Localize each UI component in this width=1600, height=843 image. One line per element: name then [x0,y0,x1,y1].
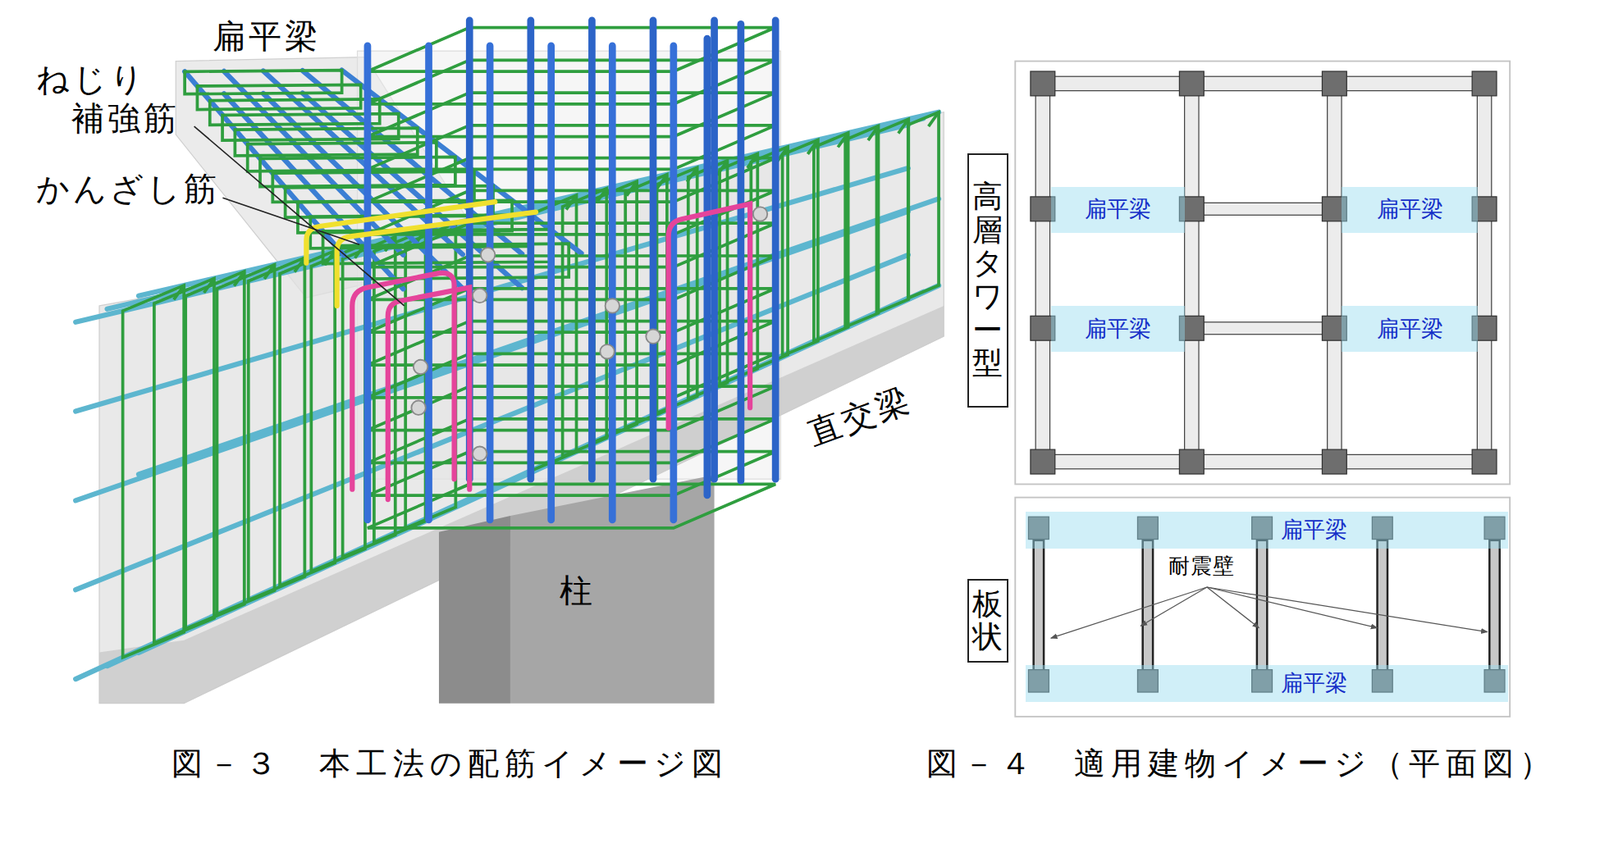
anchor-head [472,446,487,461]
flat-beam-band: 扁平梁 [1025,665,1509,703]
girder [1476,83,1491,462]
flat-beam-label: 扁平梁 [1084,315,1152,343]
column-main-bar [588,20,596,480]
flat-beam-band: 扁平梁 [1051,187,1185,234]
girder [1042,76,1485,91]
column-side-face [438,516,511,704]
column-main-bar [772,20,780,480]
shear-wall [1257,540,1267,672]
flat-beam-band: 扁平梁 [1341,306,1477,352]
leader-line [222,197,360,245]
rebar-group [75,20,939,680]
wall-label: 耐震壁 [1168,553,1235,580]
wall-leader-arrow [1206,587,1378,629]
anchor-head [413,360,428,375]
plan-column [1472,71,1497,96]
figure-caption: 図－４ 適用建物イメージ（平面図） [926,745,1557,784]
anchor-head [480,247,495,262]
callout-label: かんざし筋 [36,169,220,209]
anchor-head [605,298,620,313]
cross-beam-stirrup [876,118,909,313]
column-main-bar [649,20,658,480]
plan-column [1030,449,1056,475]
flat-beam-band: 扁平梁 [1341,187,1477,234]
girder [1191,322,1335,335]
cross-beam-stirrup [216,265,275,615]
girder [1327,83,1342,462]
building-type-box: 板状 [967,579,1009,663]
vertical-type-label: 高層タワー型 [972,180,1003,381]
flat-beam-label: 扁平梁 [1376,196,1444,223]
anchor-head [411,401,426,416]
wall-leader-arrow [1206,587,1488,633]
figure-caption: 図－３ 本工法の配筋イメージ図 [171,745,729,784]
vertical-type-label: 板状 [972,588,1003,655]
flat-beam-label: 扁平梁 [1376,315,1444,343]
cross-beam-stirrup [845,126,878,328]
flat-beam-stirrup [210,99,380,125]
anchor-head [645,329,660,344]
column-main-bar [710,20,718,480]
plan-frame [1014,61,1510,485]
plan-column [1321,449,1347,475]
wall-leader-arrow [1051,587,1207,639]
flat-beam-band: 扁平梁 [1025,512,1509,549]
flat-beam-label: 扁平梁 [1280,516,1348,544]
cross-beam-stirrup [279,251,335,586]
plan-column [1179,71,1204,96]
column-main-bar [425,45,433,521]
column-main-bar [526,20,535,480]
flat-beam-stirrup [196,84,361,110]
building-type-box: 高層タワー型 [967,153,1009,409]
shear-wall [1489,540,1500,672]
plan-column [1030,71,1056,96]
plan-frame [1014,498,1510,718]
column-main-bar [364,45,372,521]
girder [1191,202,1335,215]
plan-group [1014,61,1510,718]
flat-beam-label: 扁平梁 [1084,196,1152,223]
wall-leader-arrow [1140,587,1207,627]
cross-beam-stirrup [908,112,939,299]
flat-beam-stirrup [234,128,417,156]
cross-beam-stirrup [185,271,245,630]
column-main-bar [486,45,494,521]
column-main-bar [547,45,555,521]
column-label: 柱 [559,571,596,611]
column-main-bar [737,23,746,481]
beam-name-label: 扁平梁 [212,16,321,56]
plan-column [1472,449,1497,475]
flat-beam-label: 扁平梁 [1280,670,1348,697]
plan-column [1179,449,1204,475]
plan-column [1321,71,1347,96]
leader-line [194,126,405,307]
anchor-head [599,344,614,359]
girder [1184,83,1199,462]
concrete-group [99,50,944,704]
shear-wall [1377,540,1388,672]
anchor-head [753,206,768,221]
flat-beam-stirrup [184,70,342,95]
girder [1042,454,1485,469]
callout-label: ねじり 補強筋 [36,59,187,138]
girder [1035,83,1050,462]
shear-wall [1033,540,1044,672]
anchor-head [472,288,487,303]
cross-beam-stirrup [813,132,849,342]
flat-beam-band: 扁平梁 [1051,306,1185,352]
column-main-bar [608,45,617,521]
cross-beam-stirrup [248,257,306,600]
torsion-bar [668,204,750,429]
column-main-bar [704,38,712,496]
column-main-bar [670,45,678,521]
torsion-bar [388,288,470,501]
stirrup-hook [928,112,939,127]
